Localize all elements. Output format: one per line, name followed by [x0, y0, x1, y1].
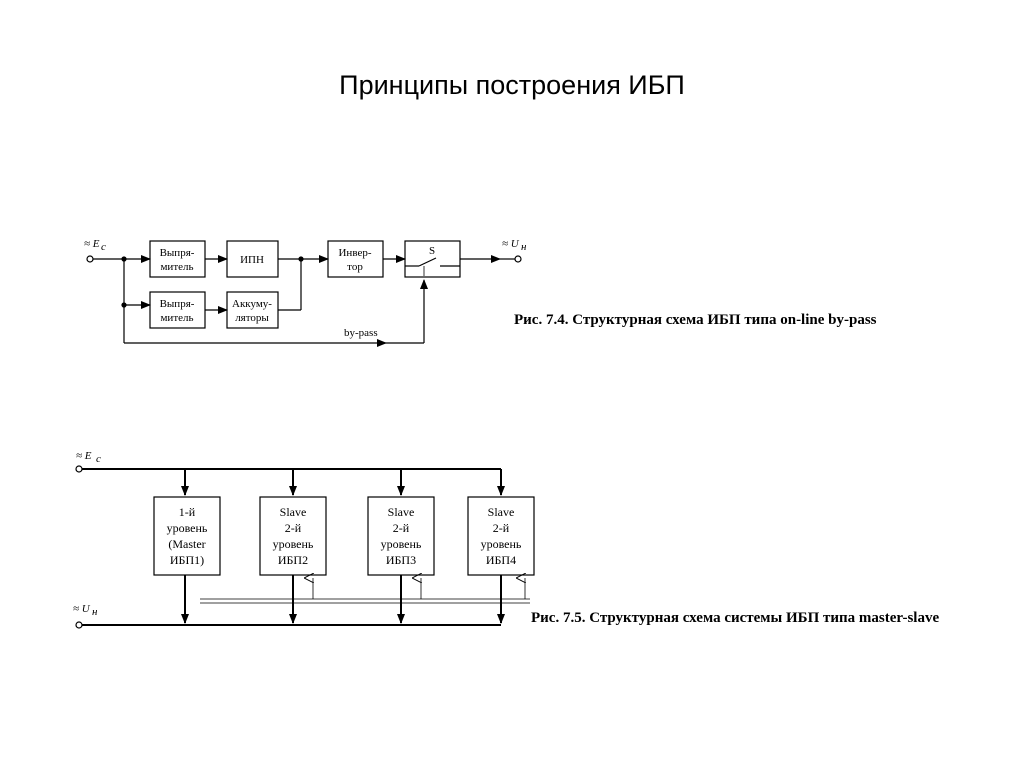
- switch-label: S: [429, 245, 435, 257]
- bypass-label: by-pass: [344, 327, 378, 339]
- unit-1-line-4: ИБП1): [170, 553, 204, 567]
- unit-1-line-1: 1-й: [179, 505, 196, 519]
- battery-line-1: Аккуму-: [232, 298, 272, 310]
- unit-4-line-1: Slave: [488, 505, 515, 519]
- inverter-line-2: тор: [347, 261, 363, 273]
- figure-7-5-caption: Рис. 7.5. Структурная схема системы ИБП …: [531, 610, 940, 626]
- unit-2-box: [259, 496, 327, 576]
- ipn-block: [226, 240, 279, 278]
- input-label: ≈ E: [84, 238, 100, 250]
- output-label: ≈ U: [502, 238, 520, 250]
- unit-1-box: [153, 496, 221, 576]
- unit-4-line-2: 2-й: [493, 521, 510, 535]
- rectifier-1-block: [149, 240, 206, 278]
- ms-output-label: ≈ U: [73, 603, 91, 615]
- unit-2-line-2: 2-й: [285, 521, 302, 535]
- switch-block: [404, 240, 461, 278]
- unit-4-box: [467, 496, 535, 576]
- unit-1-line-3: (Master: [168, 537, 205, 551]
- figure-7-5-diagram: [75, 465, 535, 629]
- battery-line-2: ляторы: [235, 312, 269, 324]
- unit-3-line-2: 2-й: [393, 521, 410, 535]
- ms-output-terminal: [75, 621, 83, 629]
- output-sub: н: [521, 241, 527, 253]
- battery-block: [226, 291, 279, 329]
- ms-input-label: ≈ E: [76, 450, 92, 462]
- unit-2-line-1: Slave: [280, 505, 307, 519]
- inverter-block: [327, 240, 384, 278]
- unit-3-line-3: уровень: [381, 537, 422, 551]
- rectifier-1-line-1: Выпря-: [160, 247, 195, 259]
- unit-3-box: [367, 496, 435, 576]
- output-terminal: [514, 255, 522, 263]
- unit-3-line-4: ИБП3: [386, 553, 416, 567]
- rectifier-1-line-2: митель: [160, 261, 193, 273]
- ms-input-sub: c: [96, 453, 101, 465]
- figure-7-4-caption: Рис. 7.4. Структурная схема ИБП типа on-…: [514, 312, 877, 328]
- rectifier-2-block: [149, 291, 206, 329]
- unit-1-line-2: уровень: [167, 521, 208, 535]
- rectifier-2-line-2: митель: [160, 312, 193, 324]
- unit-2-line-4: ИБП2: [278, 553, 308, 567]
- inverter-line-1: Инвер-: [338, 247, 371, 259]
- input-sub: c: [101, 241, 106, 253]
- unit-4-line-3: уровень: [481, 537, 522, 551]
- ms-input-terminal: [75, 465, 83, 473]
- figure-7-4-diagram: [86, 240, 522, 347]
- unit-2-line-3: уровень: [273, 537, 314, 551]
- ipn-label: ИПН: [240, 254, 264, 266]
- unit-4-line-4: ИБП4: [486, 553, 516, 567]
- unit-3-line-1: Slave: [388, 505, 415, 519]
- ms-output-sub: н: [92, 606, 98, 618]
- input-terminal: [86, 255, 94, 263]
- page-title: Принципы построения ИБП: [339, 70, 685, 100]
- figure-7-5-labels: ≈ E c ≈ U н 1-й уровень (Master ИБП1) Sl…: [73, 450, 522, 618]
- figure-7-4-labels: ≈ E c ≈ U н Выпря- митель ИПН Инвер- тор…: [84, 238, 527, 339]
- rectifier-2-line-1: Выпря-: [160, 298, 195, 310]
